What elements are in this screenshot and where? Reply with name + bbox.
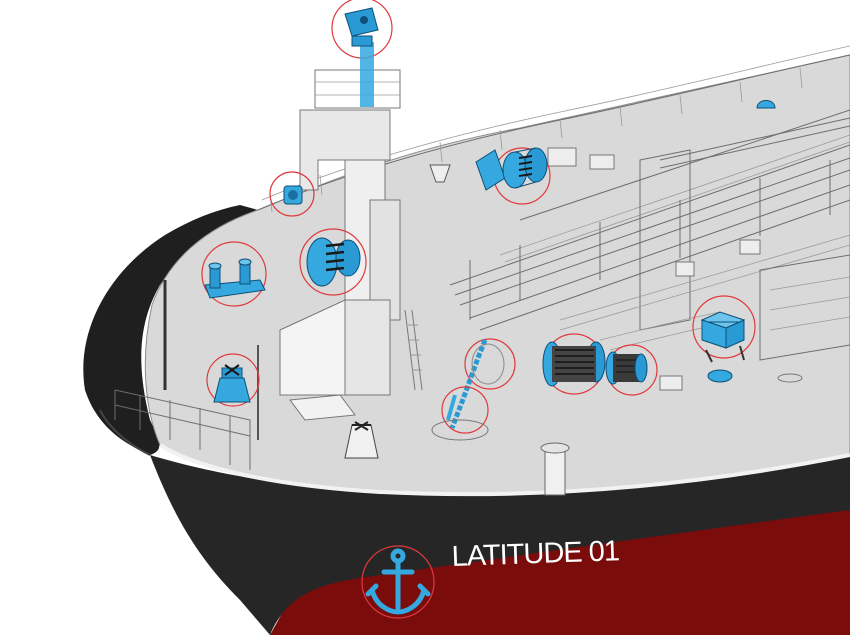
- hotspot-mooring-winch-starboard[interactable]: [475, 147, 551, 205]
- hotspot-small-winch-port[interactable]: [269, 171, 315, 217]
- hotspot-mast-light[interactable]: [331, 0, 393, 107]
- hawse-pipe-icon: [431, 394, 489, 441]
- hotspot-hawse-pipe[interactable]: [431, 386, 489, 441]
- deck-pipework: [344, 109, 850, 459]
- mooring-winch-icon: [475, 147, 548, 191]
- foremast: [114, 69, 570, 496]
- hotspot-mooring-winch-port[interactable]: [299, 228, 367, 296]
- capstan-icon: [605, 351, 648, 385]
- hotspot-windlass[interactable]: [542, 333, 606, 395]
- deck-box-icon: [700, 311, 746, 363]
- winch-icon: [283, 185, 303, 205]
- anchor-icon: [365, 548, 431, 615]
- windlass-icon: [542, 341, 606, 387]
- anchor-chain-icon: [449, 339, 505, 429]
- hotspot-bollard[interactable]: [201, 241, 267, 307]
- mast-light-icon: [344, 7, 379, 107]
- hotspot-deck-box[interactable]: [692, 295, 756, 363]
- hotspot-capstan[interactable]: [605, 344, 658, 396]
- hotspot-anchor-chain[interactable]: [449, 338, 516, 429]
- hotspot-anchor[interactable]: [361, 545, 435, 619]
- hotspot-fairlead[interactable]: [206, 353, 260, 407]
- bollard-icon: [204, 258, 266, 299]
- hull-black-band: [150, 455, 850, 635]
- dome-icon: [707, 100, 776, 383]
- mooring-winch-icon: [306, 237, 361, 287]
- fairlead-icon: [213, 364, 251, 403]
- hull-name-label: LATITUDE 01: [451, 535, 619, 573]
